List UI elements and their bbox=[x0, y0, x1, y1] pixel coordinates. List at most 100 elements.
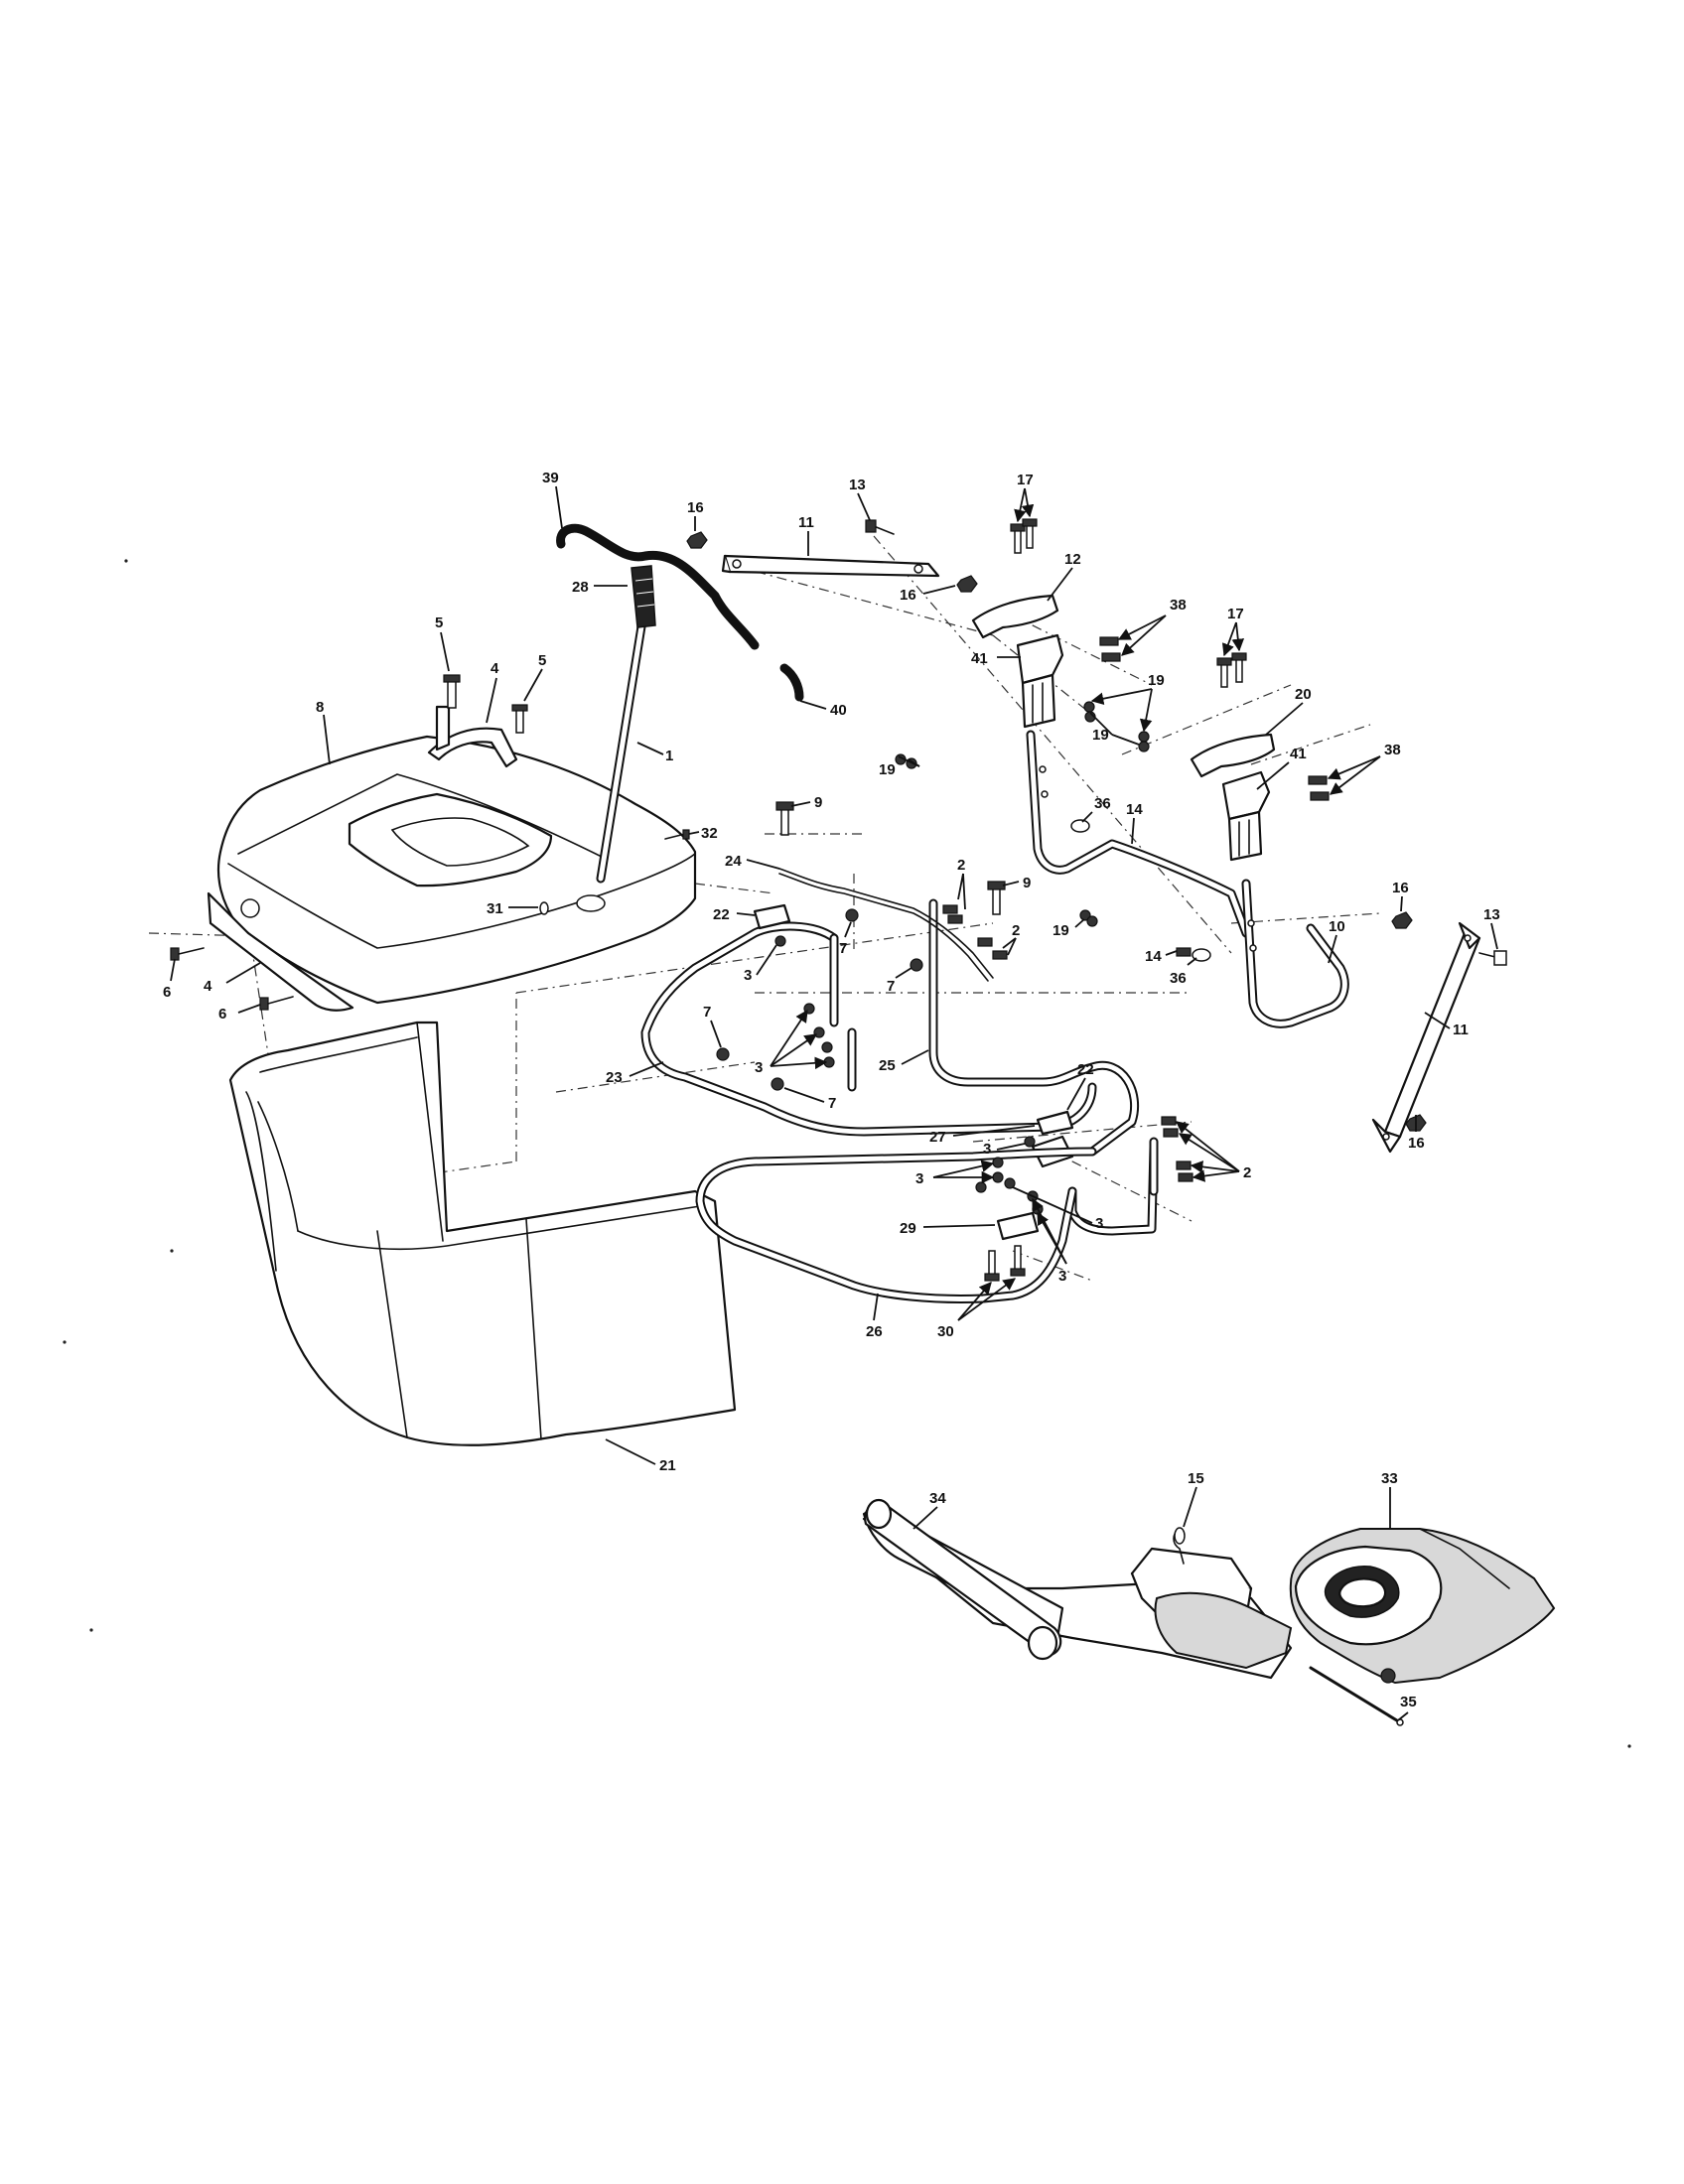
svg-text:41: 41 bbox=[971, 650, 988, 667]
callout-28: 28 bbox=[572, 579, 628, 596]
svg-text:7: 7 bbox=[887, 978, 895, 995]
callout-31: 31 bbox=[487, 900, 538, 917]
callout-20: 20 bbox=[1265, 686, 1312, 736]
svg-text:3: 3 bbox=[1095, 1215, 1103, 1232]
callout-12: 12 bbox=[1047, 551, 1081, 602]
callout-32: 32 bbox=[688, 825, 718, 842]
svg-text:3: 3 bbox=[755, 1059, 763, 1076]
svg-text:19: 19 bbox=[1092, 727, 1109, 744]
callout-7: 7 7 7 7 bbox=[703, 921, 912, 1112]
svg-text:5: 5 bbox=[435, 614, 443, 631]
callout-16: 16 16 16 16 bbox=[687, 499, 1425, 1152]
svg-text:14: 14 bbox=[1126, 801, 1143, 818]
callout-24: 24 bbox=[725, 853, 780, 870]
callout-2: 2 2 2 bbox=[957, 857, 1251, 1182]
svg-text:16: 16 bbox=[900, 587, 916, 604]
svg-text:11: 11 bbox=[798, 514, 814, 531]
callout-41: 41 41 bbox=[971, 650, 1307, 790]
svg-text:3: 3 bbox=[915, 1170, 923, 1187]
callout-26: 26 bbox=[866, 1293, 883, 1340]
callout-27: 27 bbox=[929, 1125, 1036, 1146]
svg-text:19: 19 bbox=[879, 761, 896, 778]
callout-33: 33 bbox=[1381, 1470, 1398, 1529]
svg-text:10: 10 bbox=[1329, 918, 1345, 935]
svg-text:1: 1 bbox=[665, 748, 673, 764]
svg-text:27: 27 bbox=[929, 1129, 946, 1146]
svg-text:24: 24 bbox=[725, 853, 742, 870]
lift-rod bbox=[596, 565, 656, 884]
svg-text:9: 9 bbox=[814, 794, 822, 811]
svg-text:7: 7 bbox=[828, 1095, 836, 1112]
svg-text:17: 17 bbox=[1017, 472, 1034, 488]
callout-17: 17 17 bbox=[1014, 472, 1245, 657]
side-bracket bbox=[1371, 921, 1481, 1154]
scan-specks bbox=[63, 559, 1631, 1748]
callout-6: 6 6 bbox=[163, 958, 261, 1023]
svg-text:35: 35 bbox=[1400, 1694, 1417, 1710]
callout-39: 39 bbox=[542, 470, 563, 529]
callout-13: 13 13 bbox=[849, 477, 1500, 950]
callout-9: 9 9 bbox=[790, 794, 1031, 891]
callout-1: 1 bbox=[636, 742, 673, 764]
svg-text:39: 39 bbox=[542, 470, 559, 486]
svg-text:7: 7 bbox=[839, 940, 847, 957]
bag-cover bbox=[207, 735, 697, 1012]
svg-text:28: 28 bbox=[572, 579, 589, 596]
svg-text:32: 32 bbox=[701, 825, 718, 842]
callout-11: 11 11 bbox=[798, 514, 1469, 1038]
svg-text:40: 40 bbox=[830, 702, 847, 719]
svg-text:26: 26 bbox=[866, 1323, 883, 1340]
callout-29: 29 bbox=[900, 1220, 996, 1237]
grass-bag bbox=[228, 1021, 737, 1446]
svg-text:11: 11 bbox=[1453, 1022, 1469, 1038]
callout-21: 21 bbox=[605, 1438, 676, 1474]
svg-text:3: 3 bbox=[1058, 1268, 1066, 1285]
callout-38: 38 38 bbox=[1117, 597, 1401, 795]
svg-text:34: 34 bbox=[929, 1490, 946, 1507]
svg-text:38: 38 bbox=[1384, 742, 1401, 758]
svg-text:2: 2 bbox=[1243, 1164, 1251, 1181]
callout-40: 40 bbox=[799, 700, 847, 719]
svg-text:22: 22 bbox=[713, 906, 730, 923]
svg-text:13: 13 bbox=[1483, 906, 1500, 923]
callout-10: 10 bbox=[1328, 918, 1345, 964]
svg-text:9: 9 bbox=[1023, 875, 1031, 891]
callout-22: 22 22 bbox=[713, 906, 1094, 1111]
svg-text:2: 2 bbox=[957, 857, 965, 874]
svg-text:33: 33 bbox=[1381, 1470, 1398, 1487]
lower-mount-bracket bbox=[1190, 733, 1276, 862]
svg-text:19: 19 bbox=[1052, 922, 1069, 939]
callout-4: 4 4 bbox=[204, 660, 499, 995]
svg-text:17: 17 bbox=[1227, 606, 1244, 622]
callout-34: 34 bbox=[912, 1490, 946, 1530]
svg-text:16: 16 bbox=[1392, 880, 1409, 896]
svg-text:6: 6 bbox=[218, 1006, 226, 1023]
upper-bracket bbox=[721, 554, 940, 578]
svg-text:20: 20 bbox=[1295, 686, 1312, 703]
svg-text:15: 15 bbox=[1188, 1470, 1204, 1487]
svg-text:7: 7 bbox=[703, 1004, 711, 1021]
callout-5: 5 5 bbox=[435, 614, 546, 702]
svg-text:13: 13 bbox=[849, 477, 866, 493]
callout-36: 36 36 bbox=[1081, 795, 1197, 987]
callout-23: 23 bbox=[606, 1061, 664, 1086]
frame-top-rod bbox=[778, 868, 994, 982]
callout-30: 30 bbox=[937, 1278, 1017, 1340]
svg-text:4: 4 bbox=[204, 978, 212, 995]
cover-handle bbox=[427, 705, 518, 768]
frame-bottom bbox=[695, 1147, 1097, 1303]
svg-text:6: 6 bbox=[163, 984, 171, 1001]
callout-8: 8 bbox=[316, 699, 331, 765]
svg-text:30: 30 bbox=[937, 1323, 954, 1340]
svg-text:16: 16 bbox=[687, 499, 704, 516]
callout-35: 35 bbox=[1397, 1694, 1417, 1721]
frame-rear bbox=[928, 898, 1159, 1236]
callout-3: 3 3 3 3 3 3 bbox=[744, 944, 1103, 1285]
svg-text:12: 12 bbox=[1064, 551, 1081, 568]
svg-text:3: 3 bbox=[983, 1141, 991, 1158]
callouts: 1 2 2 2 3 3 3 3 3 bbox=[163, 470, 1500, 1721]
svg-text:23: 23 bbox=[606, 1069, 623, 1086]
svg-text:5: 5 bbox=[538, 652, 546, 669]
callout-19: 19 19 19 19 bbox=[879, 672, 1165, 939]
